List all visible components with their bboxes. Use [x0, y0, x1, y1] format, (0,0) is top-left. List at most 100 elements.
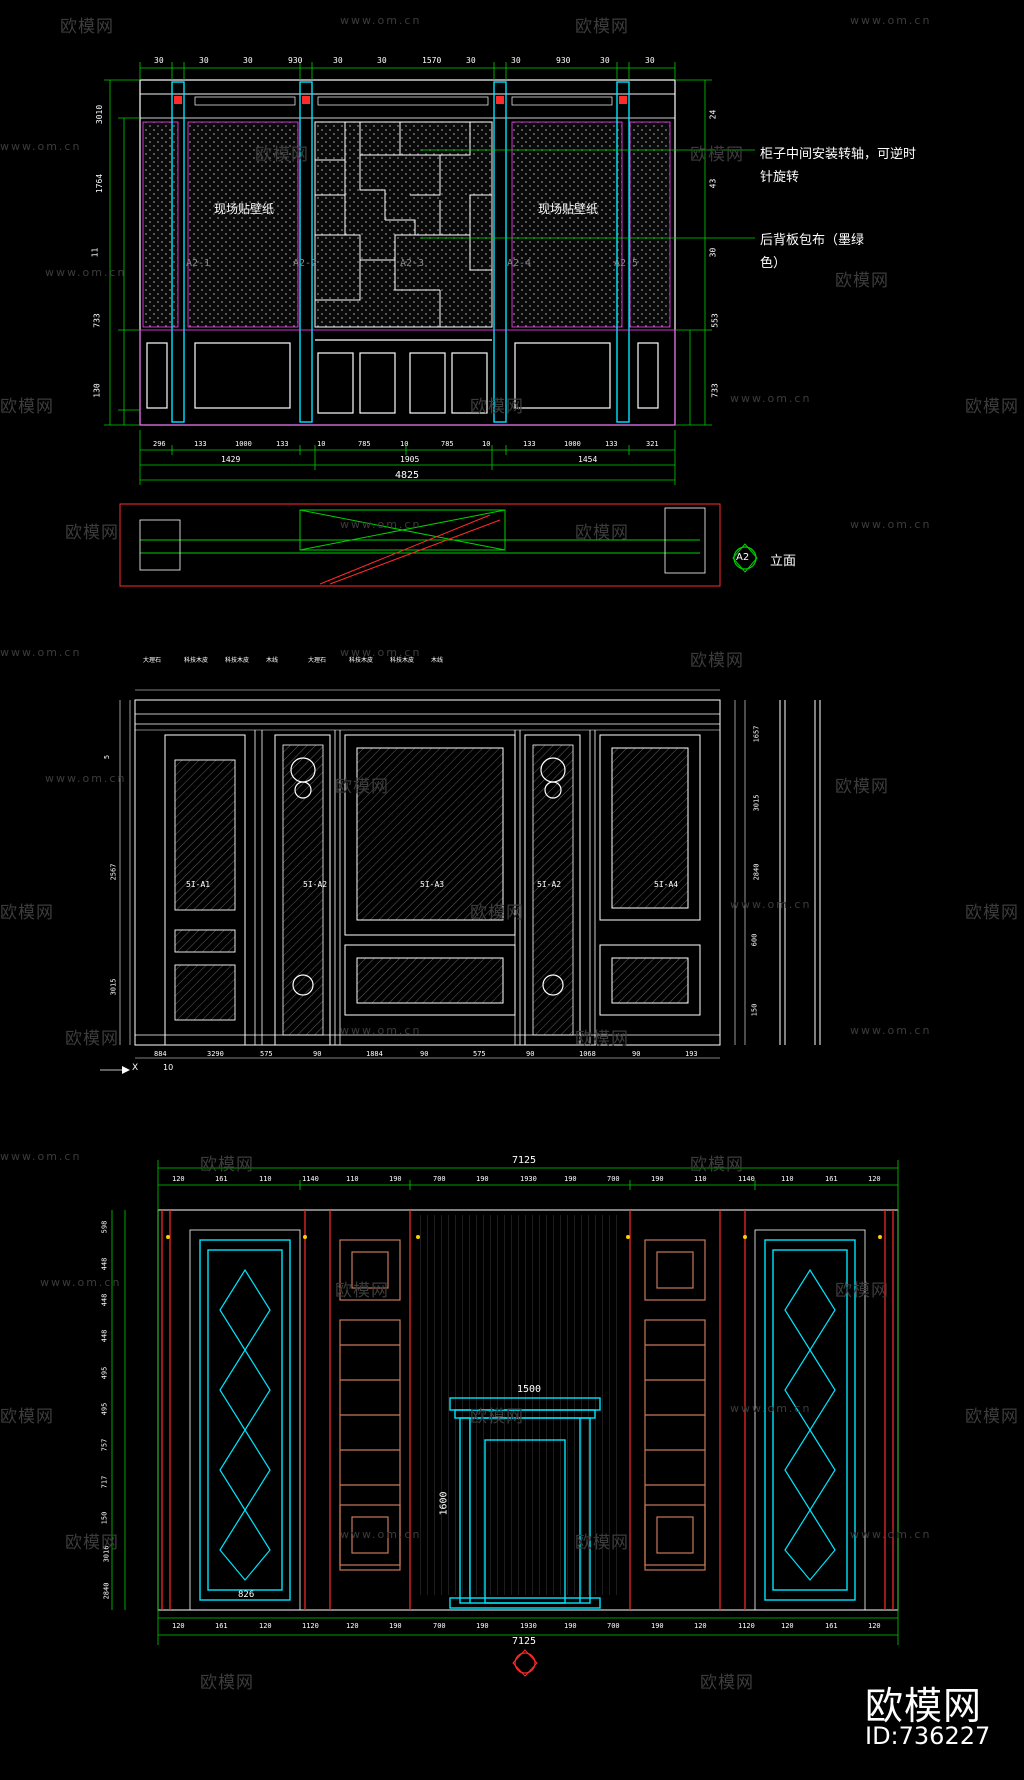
dim-label: 495: [100, 1366, 109, 1380]
watermark-logo: 欧模网: [965, 1407, 1019, 1427]
watermark-logo: 欧模网: [65, 523, 119, 543]
watermark-logo: 欧模网: [575, 1533, 629, 1553]
watermark-url: www.om.cn: [850, 1528, 932, 1541]
panel-text-right: 现场贴壁纸: [538, 202, 599, 216]
panel-code: A2-1: [186, 258, 211, 269]
elev2-top-notes: 大理石科技木皮科技木皮木线大理石科技木皮科技木皮木线: [130, 655, 460, 695]
dim-label: 495: [100, 1402, 109, 1416]
dim-label: 1930: [520, 1175, 537, 1183]
dim-label: 1930: [520, 1622, 537, 1630]
dim-label: 161: [825, 1622, 838, 1630]
plan-view-label: 立面: [770, 554, 797, 569]
dim-label: 598: [100, 1220, 109, 1234]
watermark-logo: 欧模网: [575, 1029, 629, 1049]
material-note: 科技木皮: [184, 657, 209, 664]
dim-label: 10: [482, 440, 491, 448]
watermark-logo: 欧模网: [200, 1673, 254, 1693]
material-note: 大理石: [143, 657, 162, 664]
dim-label: 190: [476, 1175, 489, 1183]
dim-label: 1120: [738, 1622, 755, 1630]
watermark-logo: 欧模网: [60, 17, 114, 37]
dim-label: 1764: [95, 173, 105, 194]
dim-label: 884: [154, 1050, 167, 1058]
dim-label: 120: [694, 1622, 707, 1630]
dim-label: 110: [259, 1175, 272, 1183]
dim-label: 90: [313, 1050, 322, 1058]
watermark-logo: 欧模网: [0, 1407, 54, 1427]
dim-label: 575: [260, 1050, 273, 1058]
dim-label: 190: [476, 1622, 489, 1630]
dim-label: 133: [194, 440, 207, 448]
dim-label: 120: [172, 1175, 185, 1183]
watermark-logo: 欧模网: [835, 777, 889, 797]
dim-label: 1905: [400, 455, 420, 464]
watermark-url: www.om.cn: [0, 646, 82, 659]
dim-label: 10: [400, 440, 409, 448]
elev3-bottom-total: 7125: [512, 1636, 537, 1647]
panel-code: 5I-A1: [186, 880, 211, 889]
wallpaper-panel-right-1: [511, 121, 623, 328]
material-note: 科技木皮: [225, 657, 250, 664]
dim-label: 110: [694, 1175, 707, 1183]
elevation-3: [111, 1160, 899, 1677]
dim-label: 1120: [302, 1622, 319, 1630]
dim-label: 700: [607, 1622, 620, 1630]
dim-label: 30: [466, 56, 476, 65]
dim-label: 30: [154, 56, 164, 65]
wallpaper-panel-left-2: [187, 121, 299, 328]
dim-label: 930: [288, 56, 303, 65]
dim-label: 11: [90, 247, 100, 258]
dim-label: 1429: [221, 455, 241, 464]
brand-logo-text: 欧模网: [865, 1684, 983, 1728]
dim-label: 785: [358, 440, 371, 448]
dim-label: 24: [708, 109, 718, 120]
center-panel: [356, 747, 504, 921]
watermark-url: www.om.cn: [0, 140, 82, 153]
note-rotating-shaft-line2: 针旋转: [760, 170, 800, 185]
dim-label: 90: [420, 1050, 429, 1058]
material-note: 木线: [431, 657, 444, 664]
elevation-1: [104, 62, 758, 587]
dim-label: 90: [526, 1050, 535, 1058]
elev1-bottom-row2: 1429 1905 1454: [140, 455, 675, 466]
dim-label: 1454: [578, 455, 598, 464]
dim-label: 717: [100, 1475, 109, 1489]
panel-code: 5I-A3: [420, 880, 445, 889]
dim-label: 30: [243, 56, 253, 65]
dim-label: 3016: [102, 1545, 111, 1563]
dim-label: 1068: [579, 1050, 596, 1058]
dim-label: 448: [100, 1329, 109, 1343]
watermark-logo: 欧模网: [335, 1281, 389, 1301]
wallpaper-panel-right-2: [629, 121, 671, 328]
dim-label: 190: [389, 1175, 402, 1183]
plan-marker-label: A2: [736, 552, 750, 563]
watermark-logo: 欧模网: [470, 1407, 524, 1427]
watermark-logo: 欧模网: [255, 145, 309, 165]
dim-label: 133: [523, 440, 536, 448]
dim-label: 1657: [752, 725, 761, 743]
dim-label: 1140: [738, 1175, 755, 1183]
drawing-id: ID:736227: [865, 1722, 991, 1750]
panel-code: A2-4: [507, 258, 532, 269]
watermark-logo: 欧模网: [335, 777, 389, 797]
dim-label: 930: [556, 56, 571, 65]
watermark-logo: 欧模网: [835, 1281, 889, 1301]
dim-label: 448: [100, 1293, 109, 1307]
dim-label: 321: [646, 440, 659, 448]
dim-label: 575: [473, 1050, 486, 1058]
dim-label: 700: [433, 1622, 446, 1630]
dim-label: 190: [651, 1175, 664, 1183]
dim-label: 553: [710, 313, 720, 328]
door-right: [764, 1239, 856, 1601]
dim-label: 190: [651, 1622, 664, 1630]
dim-label: 120: [172, 1622, 185, 1630]
watermark-logo: 欧模网: [690, 651, 744, 671]
dim-label: 3015: [752, 794, 761, 812]
